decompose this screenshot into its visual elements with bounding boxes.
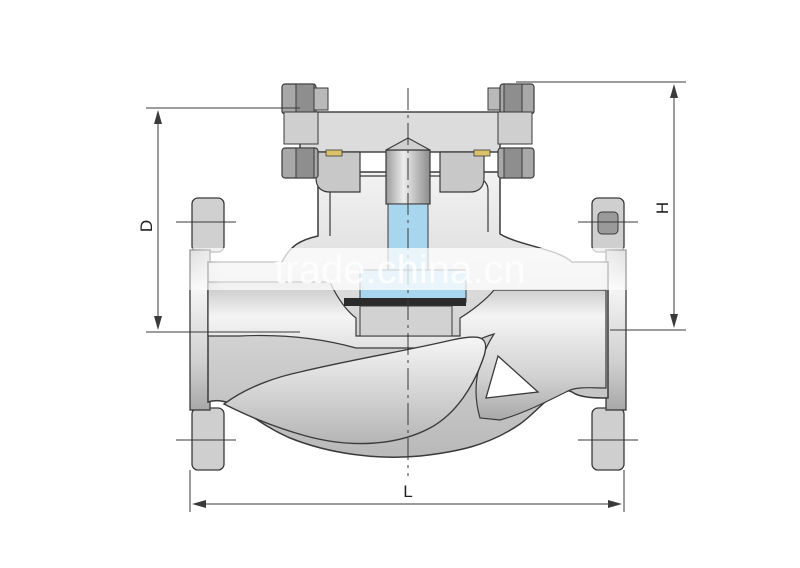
dimension-l: L [189, 470, 625, 512]
dimension-h-label: H [653, 202, 672, 214]
watermark-text: trade.china.cn [274, 248, 525, 292]
valve-seat [344, 298, 466, 306]
right-bolt [487, 83, 535, 179]
left-bolt [281, 83, 329, 179]
dimension-h: H [516, 81, 686, 331]
dimension-l-label: L [403, 482, 412, 501]
dimension-d-label: D [137, 220, 156, 232]
watermark: trade.china.cn [140, 248, 680, 292]
left-gasket [325, 149, 343, 157]
right-gasket [473, 149, 491, 157]
dimension-d: D [137, 107, 300, 333]
